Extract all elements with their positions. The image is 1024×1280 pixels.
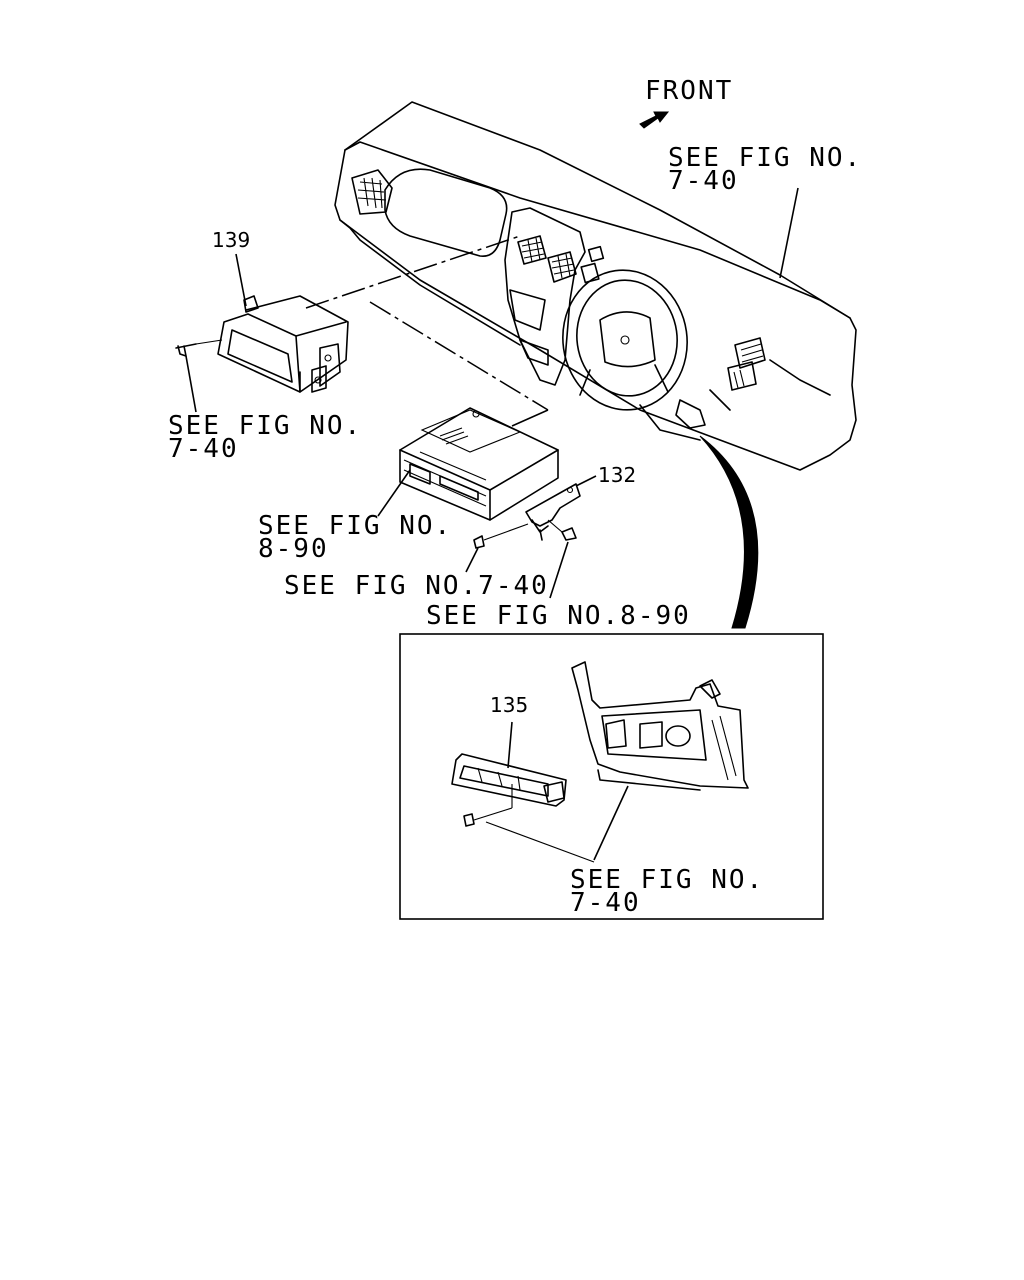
front-indicator: FRONT — [639, 76, 733, 129]
ref-dashboard: SEE FIG NO. 7-40 — [668, 143, 862, 279]
ref-dashboard-line2: 7-40 — [668, 166, 739, 196]
part-132-label: 132 — [598, 463, 636, 487]
ref-radio-line1: SEE FIG NO. — [258, 511, 452, 541]
part-132-bracket: 132 — [465, 463, 636, 599]
front-label: FRONT — [645, 76, 733, 106]
ref-inset-line2: 7-40 — [570, 888, 641, 918]
ref-pocket-line1: SEE FIG NO. — [168, 411, 362, 441]
ref-radio: SEE FIG NO. 8-90 — [258, 469, 452, 564]
part-139-pocket: 139 — [175, 228, 349, 413]
ref-dashboard-line1: SEE FIG NO. — [668, 143, 862, 173]
radio-unit — [369, 301, 559, 521]
ref-radio-line2: 8-90 — [258, 534, 329, 564]
detail-inset-frame — [399, 633, 824, 920]
ref-pocket-line2: 7-40 — [168, 434, 239, 464]
ref-screws: SEE FIG NO.7-40 SEE FIG NO.8-90 — [284, 571, 691, 631]
ref-pocket: SEE FIG NO. 7-40 — [168, 411, 362, 464]
detail-callout-arrow — [699, 435, 759, 629]
detail-inset: 135 SEE FIG NO. 7-40 — [399, 633, 824, 920]
part-135-label: 135 — [490, 693, 528, 717]
front-arrow-icon — [639, 111, 670, 129]
ref-inset-line1: SEE FIG NO. — [570, 865, 764, 895]
part-139-label: 139 — [212, 228, 250, 252]
ref-screw-740: SEE FIG NO.7-40 — [284, 571, 549, 601]
ref-screw-890: SEE FIG NO.8-90 — [426, 601, 691, 631]
